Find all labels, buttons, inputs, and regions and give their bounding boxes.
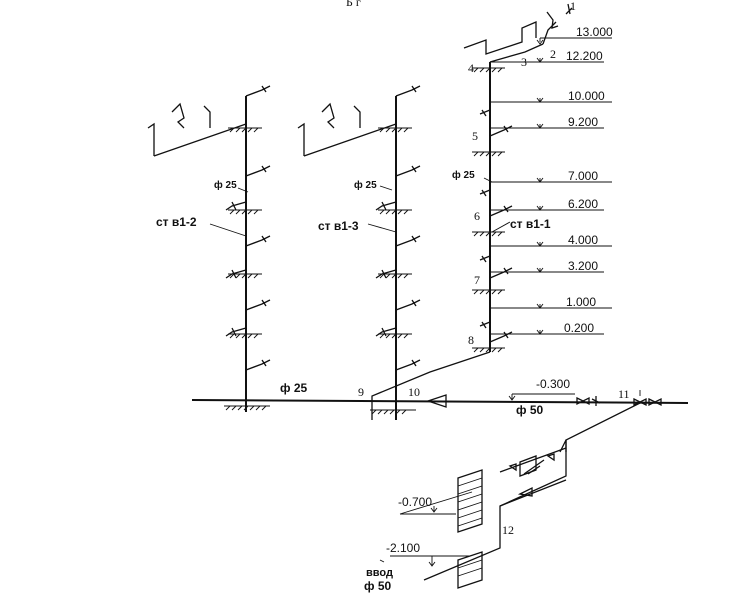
diameter-25-main: ф 25 [280, 381, 308, 395]
riser-label-st-v1-3: ст в1-3 [318, 219, 359, 233]
riser-st-v1-3 [297, 85, 421, 420]
riser-st-v1-1 [371, 3, 573, 420]
node-12: 12 [502, 523, 514, 537]
inlet-branch [379, 402, 641, 589]
node-3: 3 [521, 55, 527, 69]
elevation-0200: 0.200 [564, 321, 594, 335]
node-7: 7 [474, 273, 480, 287]
node-9: 9 [358, 385, 364, 399]
riser-label-st-v1-2: ст в1-2 [156, 215, 197, 229]
elevation-minus-0700: -0.700 [398, 495, 432, 509]
elevation-minus-0300: -0.300 [536, 377, 570, 391]
top-text-fragment: Б г [346, 0, 361, 9]
node-10: 10 [408, 385, 420, 399]
diameter-25-riser-2: ф 25 [214, 179, 237, 191]
elevation-minus-2100: -2.100 [386, 541, 420, 555]
diameter-25-riser-3: ф 25 [354, 179, 377, 191]
diameter-50-inlet: ф 50 [364, 579, 392, 593]
elevation-3200: 3.200 [568, 259, 598, 273]
diameter-50-main: ф 50 [516, 403, 544, 417]
elevation-1000: 1.000 [566, 295, 596, 309]
node-5: 5 [472, 129, 478, 143]
riser-st-v1-2 [147, 85, 271, 412]
node-8: 8 [468, 333, 474, 347]
node-2: 2 [550, 47, 556, 61]
node-6: 6 [474, 209, 480, 223]
elevation-13000: 13.000 [576, 25, 613, 39]
inlet-label: ввод [366, 567, 393, 579]
elevation-4000: 4.000 [568, 233, 598, 247]
node-11: 11 [618, 387, 630, 401]
node-1: 1 [570, 0, 576, 13]
main-horizontal-pipe [191, 390, 689, 408]
diameter-25-riser-1: ф 25 [452, 169, 475, 181]
elevation-12200: 12.200 [566, 49, 603, 63]
leader-lines [209, 177, 511, 237]
elevation-7000: 7.000 [568, 169, 598, 183]
elevation-6200: 6.200 [568, 197, 598, 211]
riser-label-st-v1-1: ст в1-1 [510, 217, 551, 231]
elevation-markers [490, 37, 612, 335]
node-4: 4 [468, 61, 474, 75]
elevation-9200: 9.200 [568, 115, 598, 129]
elevation-10000: 10.000 [568, 89, 605, 103]
